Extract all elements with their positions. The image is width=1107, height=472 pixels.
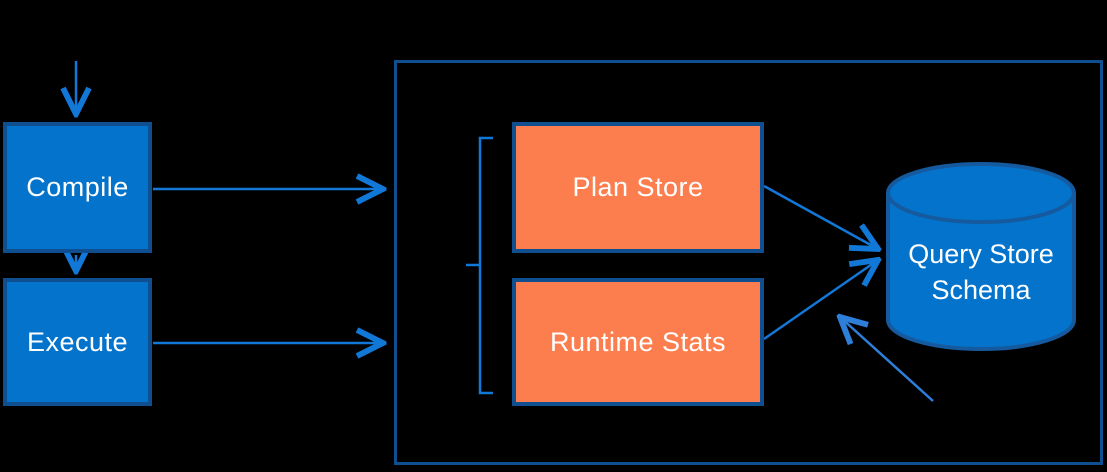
plan-store-label: Plan Store — [572, 172, 704, 202]
grouping-bracket-icon — [478, 136, 493, 395]
database-cylinder-icon — [886, 162, 1076, 351]
query-store-schema-label: Query Store Schema — [908, 239, 1054, 305]
arrow-plan-store-to-schema — [763, 184, 878, 249]
runtime-stats-node: Runtime Stats — [512, 278, 764, 406]
execute-label: Execute — [26, 326, 129, 357]
plan-store-node: Plan Store — [512, 122, 764, 253]
execute-node: Execute — [3, 278, 152, 406]
compile-label: Compile — [26, 172, 129, 202]
compile-node: Compile — [3, 122, 152, 253]
query-store-container-box — [394, 60, 1103, 465]
arrow-async-to-schema — [840, 317, 934, 402]
runtime-stats-label: Runtime Stats — [549, 326, 727, 357]
arrow-runtime-stats-to-schema — [763, 260, 878, 341]
